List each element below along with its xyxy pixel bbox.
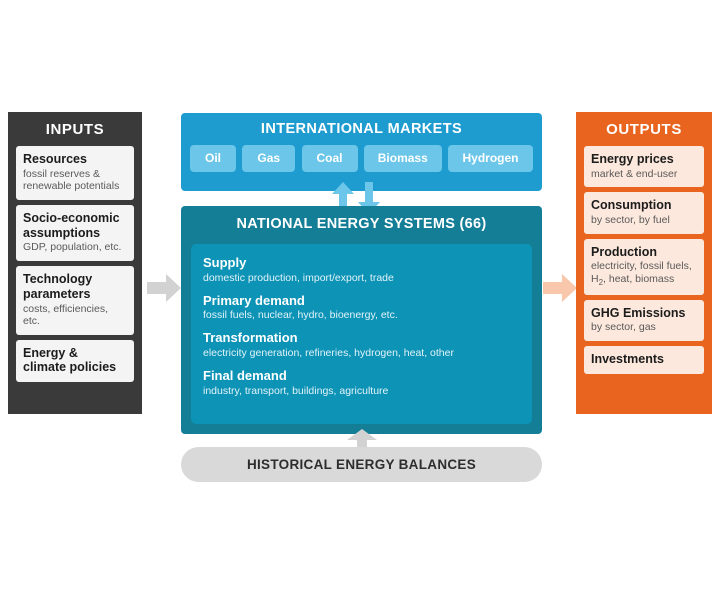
nes-block-head: Transformation <box>203 330 298 346</box>
market-chip-oil[interactable]: Oil <box>190 145 236 172</box>
input-card-energy-climate-policies[interactable]: Energy &climate policies <box>16 339 134 383</box>
national-energy-systems-inner-box: Supply domestic production, import/expor… <box>191 244 532 424</box>
input-card-sub: fossil reserves &renewable potentials <box>23 167 120 193</box>
nes-block-final-demand: Final demand industry, transport, buildi… <box>203 368 532 398</box>
output-card-title: GHG Emissions <box>591 305 686 320</box>
output-card-production[interactable]: Production electricity, fossil fuels,H2,… <box>584 238 704 295</box>
market-chip-gas[interactable]: Gas <box>242 145 296 172</box>
national-energy-systems-title: NATIONAL ENERGY SYSTEMS (66) <box>236 216 487 232</box>
nes-block-sub: domestic production, import/export, trad… <box>203 271 394 284</box>
arrow-up-markets-icon <box>332 182 354 214</box>
outputs-title: OUTPUTS <box>606 121 682 138</box>
input-card-sub: costs, efficiencies, etc. <box>23 302 109 328</box>
input-card-resources[interactable]: Resources fossil reserves &renewable pot… <box>16 146 134 200</box>
nes-block-transformation: Transformation electricity generation, r… <box>203 330 532 360</box>
nes-block-sub: industry, transport, buildings, agricult… <box>203 384 389 397</box>
input-card-sub: GDP, population, etc. <box>23 241 122 254</box>
nes-block-head: Primary demand <box>203 292 305 308</box>
international-markets-chip-row: Oil Gas Coal Biomass Hydrogen <box>181 137 542 172</box>
inputs-panel: INPUTS Resources fossil reserves &renewa… <box>8 112 142 414</box>
output-card-title: Investments <box>591 352 664 367</box>
input-card-title: Resources <box>23 152 87 166</box>
historical-energy-balances-title: HISTORICAL ENERGY BALANCES <box>246 457 477 472</box>
nes-block-supply: Supply domestic production, import/expor… <box>203 255 532 285</box>
market-chip-biomass[interactable]: Biomass <box>363 145 442 172</box>
arrow-inputs-to-national-energy-systems-icon <box>147 274 181 302</box>
output-card-sub: by sector, by fuel <box>591 214 670 227</box>
market-chip-hydrogen[interactable]: Hydrogen <box>448 145 533 172</box>
historical-energy-balances-panel: HISTORICAL ENERGY BALANCES <box>181 447 542 482</box>
market-chip-coal[interactable]: Coal <box>301 145 358 172</box>
output-card-consumption[interactable]: Consumption by sector, by fuel <box>584 192 704 234</box>
input-card-title: Energy &climate policies <box>23 345 117 375</box>
output-card-ghg-emissions[interactable]: GHG Emissions by sector, gas <box>584 299 704 342</box>
output-card-sub: by sector, gas <box>591 321 656 334</box>
output-card-title: Consumption <box>591 198 672 213</box>
national-energy-systems-panel: NATIONAL ENERGY SYSTEMS (66) Supply dome… <box>181 206 542 434</box>
nes-block-primary-demand: Primary demand fossil fuels, nuclear, hy… <box>203 293 532 323</box>
outputs-panel: OUTPUTS Energy prices market & end-user … <box>576 112 712 414</box>
international-markets-title: INTERNATIONAL MARKETS <box>260 121 463 137</box>
nes-block-head: Supply <box>203 255 247 270</box>
inputs-title: INPUTS <box>45 121 105 138</box>
nes-block-head: Final demand <box>203 368 287 384</box>
arrow-national-energy-systems-to-outputs-icon <box>543 274 577 302</box>
output-card-sub: market & end-user <box>591 167 678 180</box>
output-card-title: Energy prices <box>591 152 674 166</box>
output-card-sub: electricity, fossil fuels,H2, heat, biom… <box>591 260 692 288</box>
arrow-historical-balances-up-icon <box>347 429 377 457</box>
nes-block-sub: fossil fuels, nuclear, hydro, bioenergy,… <box>203 309 398 322</box>
international-markets-panel: INTERNATIONAL MARKETS Oil Gas Coal Bioma… <box>181 113 542 191</box>
output-card-energy-prices[interactable]: Energy prices market & end-user <box>584 146 704 188</box>
output-card-title: Production <box>591 244 657 259</box>
output-card-investments[interactable]: Investments <box>584 346 704 374</box>
nes-block-sub: electricity generation, refineries, hydr… <box>203 347 454 360</box>
